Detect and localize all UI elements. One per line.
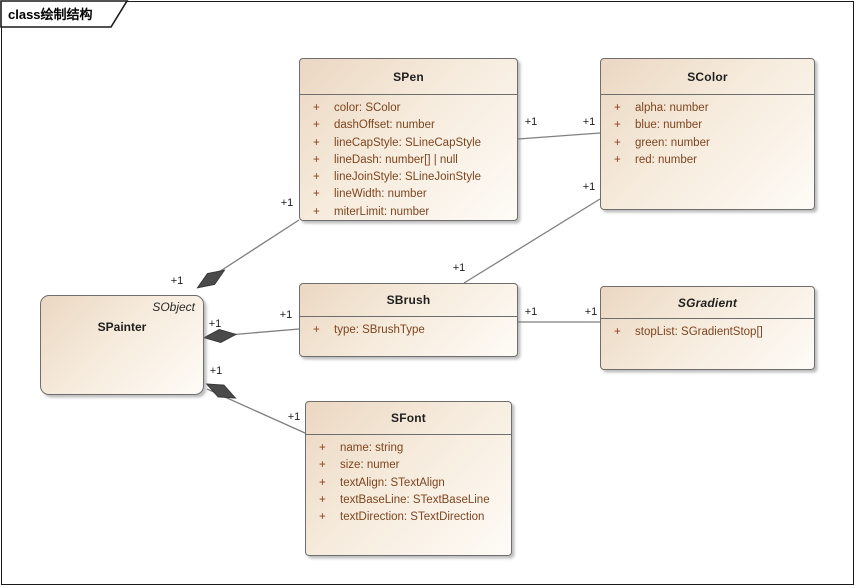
attribute-row: + name: string	[306, 440, 511, 457]
multiplicity-label: +1	[583, 181, 596, 193]
attribute-row: + size: numer	[306, 457, 511, 474]
attribute-text: red: number	[635, 153, 698, 166]
composition-diamond-sbrush	[202, 328, 238, 344]
attribute-row: + green: number	[601, 135, 814, 152]
frame-tab-label: class绘制结构	[8, 7, 93, 22]
uml-class-scolor[interactable]: SColor + alpha: number + blue: number + gre…	[600, 58, 815, 210]
attribute-text: textBaseLine: STextBaseLine	[340, 493, 490, 506]
attribute-row: + dashOffset: number	[300, 117, 517, 134]
class-header: SFont	[306, 402, 511, 435]
visibility-marker: +	[614, 136, 621, 149]
attribute-row: + color: SColor	[300, 100, 517, 117]
multiplicity-label: +1	[280, 309, 293, 321]
attribute-row: + lineJoinStyle: SLineJoinStyle	[300, 169, 517, 186]
attribute-row: + lineWidth: number	[300, 186, 517, 203]
visibility-marker: +	[313, 324, 320, 336]
attributes-compartment: + color: SColor + dashOffset: number + line…	[300, 95, 517, 221]
attribute-text: name: string	[340, 442, 404, 454]
attributes-compartment: + stopList: SGradientStop[]	[601, 319, 814, 341]
multiplicity-label: +1	[288, 411, 301, 423]
attribute-text: textDirection: STextDirection	[340, 511, 485, 524]
attribute-text: alpha: number	[635, 102, 709, 114]
attribute-row: + textAlign: STextAlign	[306, 475, 511, 492]
attributes-compartment: + alpha: number + blue: number + green: num…	[601, 95, 814, 169]
attribute-row: + red: number	[601, 152, 814, 169]
attribute-row: + type: SBrushType	[300, 322, 517, 339]
attribute-row: + lineCapStyle: SLineCapStyle	[300, 135, 517, 152]
visibility-marker: +	[319, 511, 326, 524]
multiplicity-label: +1	[525, 306, 538, 318]
attribute-row: + alpha: number	[601, 100, 814, 117]
class-header: SPen	[300, 59, 517, 95]
attribute-text: lineWidth: number	[334, 188, 427, 201]
visibility-marker: +	[313, 205, 320, 218]
class-title: SGradient	[677, 295, 738, 310]
visibility-marker: +	[319, 459, 326, 472]
class-title: SBrush	[386, 293, 431, 307]
multiplicity-label: +1	[281, 197, 294, 209]
attribute-row: + textDirection: STextDirection	[306, 509, 511, 526]
visibility-marker: +	[313, 188, 320, 201]
class-stereotype: SObject	[152, 300, 195, 314]
attribute-text: type: SBrushType	[334, 324, 425, 336]
visibility-marker: +	[319, 493, 326, 506]
attribute-text: lineCapStyle: SLineCapStyle	[334, 136, 482, 149]
attribute-row: + lineDash: number[] | null	[300, 152, 517, 169]
multiplicity-label: +1	[453, 262, 466, 274]
visibility-marker: +	[614, 326, 621, 338]
visibility-marker: +	[313, 171, 320, 184]
multiplicity-label: +1	[525, 116, 538, 128]
composition-diamond-spen	[196, 269, 226, 289]
multiplicity-label: +1	[583, 116, 596, 128]
attribute-text: blue: number	[635, 119, 703, 132]
attribute-text: textAlign: STextAlign	[340, 476, 445, 489]
attribute-text: miterLimit: number	[334, 205, 430, 218]
visibility-marker: +	[319, 476, 326, 489]
uml-class-sgradient[interactable]: SGradient + stopList: SGradientStop[]	[600, 286, 815, 370]
attribute-text: dashOffset: number	[334, 119, 435, 132]
multiplicity-label: +1	[210, 365, 223, 377]
class-title: SColor	[687, 69, 728, 84]
visibility-marker: +	[313, 102, 320, 114]
connector-sbrush-scolor[interactable]	[463, 198, 601, 284]
attribute-text: green: number	[635, 136, 710, 149]
class-title: SPainter	[97, 320, 147, 334]
class-header: SBrush	[300, 284, 517, 317]
attribute-text: color: SColor	[334, 102, 401, 114]
attributes-compartment: + type: SBrushType	[300, 317, 517, 339]
visibility-marker: +	[313, 136, 320, 149]
uml-class-sbrush[interactable]: SBrush + type: SBrushType	[299, 283, 518, 357]
attribute-text: stopList: SGradientStop[]	[635, 326, 763, 338]
uml-class-spainter[interactable]: SObject SPainter	[40, 295, 204, 395]
visibility-marker: +	[319, 442, 326, 454]
class-header: SColor	[601, 59, 814, 95]
attribute-text: lineJoinStyle: SLineJoinStyle	[334, 171, 482, 184]
visibility-marker: +	[614, 119, 621, 132]
multiplicity-label: +1	[585, 306, 598, 318]
class-title: SPen	[393, 69, 424, 84]
uml-class-sfont[interactable]: SFont + name: string + size: numer + textAl…	[305, 401, 512, 556]
attribute-row: + miterLimit: number	[300, 204, 517, 221]
visibility-marker: +	[313, 153, 320, 166]
attributes-compartment: + name: string + size: numer + textAlign: S…	[306, 435, 511, 526]
visibility-marker: +	[313, 119, 320, 132]
composition-diamond-sfont	[205, 383, 237, 399]
visibility-marker: +	[614, 102, 621, 114]
attribute-row: + stopList: SGradientStop[]	[601, 324, 814, 341]
attribute-row: + textBaseLine: STextBaseLine	[306, 492, 511, 509]
uml-class-spen[interactable]: SPen + color: SColor + dashOffset: number …	[299, 58, 518, 221]
visibility-marker: +	[614, 153, 621, 166]
multiplicity-label: +1	[209, 318, 222, 330]
attribute-row: + blue: number	[601, 117, 814, 134]
class-title: SFont	[391, 411, 426, 425]
multiplicity-label: +1	[171, 275, 184, 287]
attribute-text: lineDash: number[] | null	[334, 153, 458, 166]
attribute-text: size: numer	[340, 459, 400, 472]
connector-spen-scolor[interactable]	[517, 132, 601, 140]
class-header: SGradient	[601, 287, 814, 319]
